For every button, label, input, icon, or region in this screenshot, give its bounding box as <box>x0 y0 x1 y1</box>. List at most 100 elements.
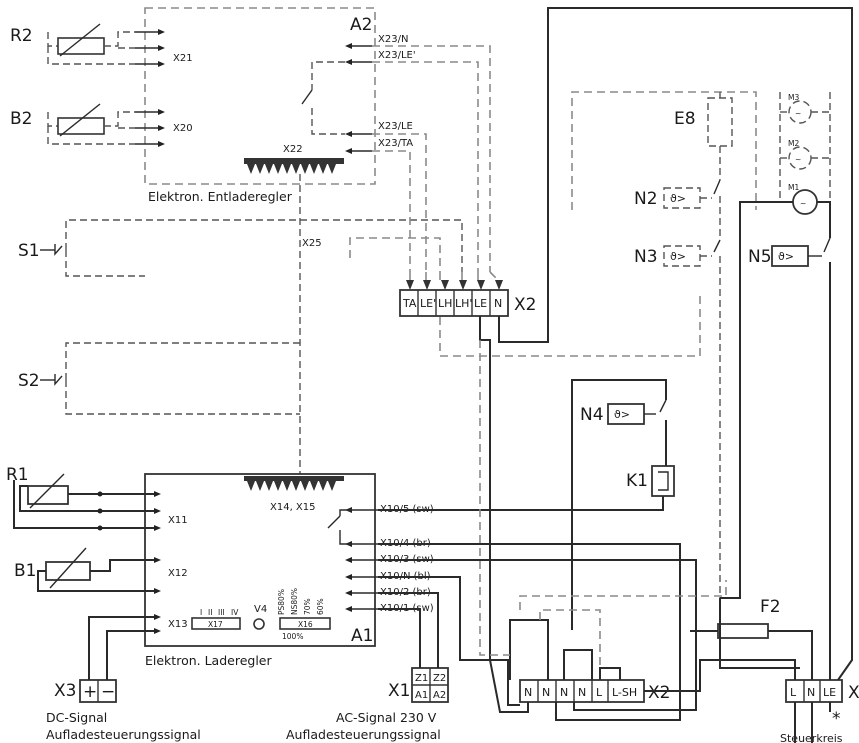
svg-text:NS80%: NS80% <box>290 588 299 615</box>
switch-s1: S1 <box>18 219 463 277</box>
svg-text:LE': LE' <box>420 297 436 310</box>
svg-text:X11: X11 <box>168 515 188 526</box>
svg-text:A2: A2 <box>433 690 446 701</box>
svg-text:ϑ>: ϑ> <box>670 192 686 205</box>
svg-text:F2: F2 <box>760 597 781 617</box>
sensor-b1: B1 <box>14 547 154 592</box>
svg-text:N: N <box>807 686 815 699</box>
svg-text:X21: X21 <box>173 53 193 64</box>
connector-x13: X13 <box>154 614 188 634</box>
terminal-x2-top: TA LE' LH LH' LE N X2 <box>399 271 536 317</box>
connector-x11: X11 <box>154 491 188 531</box>
led-v4: V4 <box>253 604 267 630</box>
heater-e8: E8 <box>674 92 733 180</box>
svg-text:X25: X25 <box>302 238 322 249</box>
svg-text:X14, X15: X14, X15 <box>270 502 316 513</box>
svg-text:AC-Signal 230 V: AC-Signal 230 V <box>336 710 437 725</box>
svg-text:X1: X1 <box>388 681 410 701</box>
svg-text:IV: IV <box>231 608 239 617</box>
switch-s2: S2 <box>18 342 300 415</box>
svg-text:~: ~ <box>795 155 801 164</box>
connector-x21: X21 <box>135 29 193 67</box>
link-x25: X25 <box>299 174 322 478</box>
fan-m2: M2 ~ <box>788 139 812 170</box>
svg-text:60%: 60% <box>316 598 325 615</box>
svg-text:X20: X20 <box>173 123 193 134</box>
connector-x20: X20 <box>135 109 193 147</box>
svg-text:N3: N3 <box>634 247 658 267</box>
svg-text:R1: R1 <box>6 465 29 485</box>
svg-text:E8: E8 <box>674 109 696 129</box>
svg-text:L-SH: L-SH <box>612 686 637 699</box>
svg-text:L: L <box>790 686 797 699</box>
svg-text:ϑ>: ϑ> <box>778 250 794 263</box>
svg-text:X23/LE': X23/LE' <box>378 50 416 61</box>
svg-text:B2: B2 <box>10 109 32 129</box>
terminal-x2-bottom: N N N N L L-SH X2 <box>519 679 670 703</box>
svg-text:Z1: Z1 <box>415 673 428 684</box>
caption-discharge-controller: Elektron. Entladeregler <box>148 189 293 204</box>
svg-text:N: N <box>542 686 550 699</box>
svg-text:N: N <box>578 686 586 699</box>
svg-text:X2: X2 <box>514 295 536 315</box>
svg-text:N: N <box>494 297 502 310</box>
svg-text:X12: X12 <box>168 568 188 579</box>
svg-text:III: III <box>218 608 225 617</box>
svg-text:M1: M1 <box>788 183 799 192</box>
svg-text:LH: LH <box>438 297 452 310</box>
svg-text:LH': LH' <box>455 297 472 310</box>
fan-m3: M3 ~ <box>788 93 812 124</box>
discharge-controller-a2: A2 X21 X20 X23/N X23/LE' X23/LE X23/TA <box>135 7 416 204</box>
svg-text:X2: X2 <box>648 683 670 703</box>
svg-text:70%: 70% <box>303 598 312 615</box>
svg-text:X22: X22 <box>283 144 303 155</box>
svg-text:~: ~ <box>795 109 801 118</box>
svg-text:X17: X17 <box>208 620 223 629</box>
svg-text:LE: LE <box>474 297 487 310</box>
svg-text:M2: M2 <box>788 139 799 148</box>
thermostat-n2: N2 ϑ> <box>634 179 721 236</box>
thermostat-n3: N3 ϑ> <box>634 239 721 598</box>
terminal-x-right: L N LE X * Steuerkreis <box>780 679 859 743</box>
svg-text:B1: B1 <box>14 561 36 581</box>
sensor-r2: R2 <box>10 23 135 65</box>
svg-text:X: X <box>848 683 859 703</box>
svg-text:R2: R2 <box>10 26 33 46</box>
svg-text:−: − <box>101 682 115 702</box>
label-a2: A2 <box>350 15 372 35</box>
selector-x17: I II III IV X17 <box>191 608 241 630</box>
terminal-x3: X3 + − DC-Signal Aufladesteuerungssignal <box>46 616 201 742</box>
connector-x23: X23/N X23/LE' X23/LE X23/TA <box>345 34 416 154</box>
selector-x16: PS80% NS80% 70% 60% X16 100% <box>277 588 331 641</box>
svg-text:M3: M3 <box>788 93 799 102</box>
svg-text:X23/LE: X23/LE <box>378 121 413 132</box>
svg-text:N4: N4 <box>580 405 604 425</box>
sensor-r1: R1 <box>6 465 154 531</box>
svg-text:V4: V4 <box>254 604 267 615</box>
power-wiring <box>378 7 853 721</box>
connector-x22: X22 <box>244 144 344 174</box>
svg-text:N: N <box>524 686 532 699</box>
svg-text:ϑ>: ϑ> <box>614 408 630 421</box>
svg-text:LE: LE <box>823 686 836 699</box>
svg-text:I: I <box>200 608 202 617</box>
svg-text:~: ~ <box>800 199 806 208</box>
svg-text:N: N <box>560 686 568 699</box>
svg-text:N5: N5 <box>748 247 772 267</box>
connector-x12: X12 <box>154 557 188 594</box>
svg-text:A1: A1 <box>415 690 428 701</box>
svg-text:ϑ>: ϑ> <box>670 250 686 263</box>
thermostat-n4: N4 ϑ> <box>580 399 667 425</box>
svg-text:Aufladesteuerungssignal: Aufladesteuerungssignal <box>286 727 441 742</box>
svg-text:+: + <box>83 682 97 702</box>
thermostat-n5: N5 ϑ> <box>748 237 831 267</box>
svg-text:X23/TA: X23/TA <box>378 138 413 149</box>
svg-text:K1: K1 <box>626 471 648 491</box>
svg-text:N2: N2 <box>634 189 658 209</box>
svg-text:PS80%: PS80% <box>277 589 286 615</box>
caption-charge-controller: Elektron. Laderegler <box>145 653 272 668</box>
svg-text:*: * <box>832 709 841 729</box>
svg-text:X23/N: X23/N <box>378 34 408 45</box>
svg-text:Aufladesteuerungssignal: Aufladesteuerungssignal <box>46 727 201 742</box>
